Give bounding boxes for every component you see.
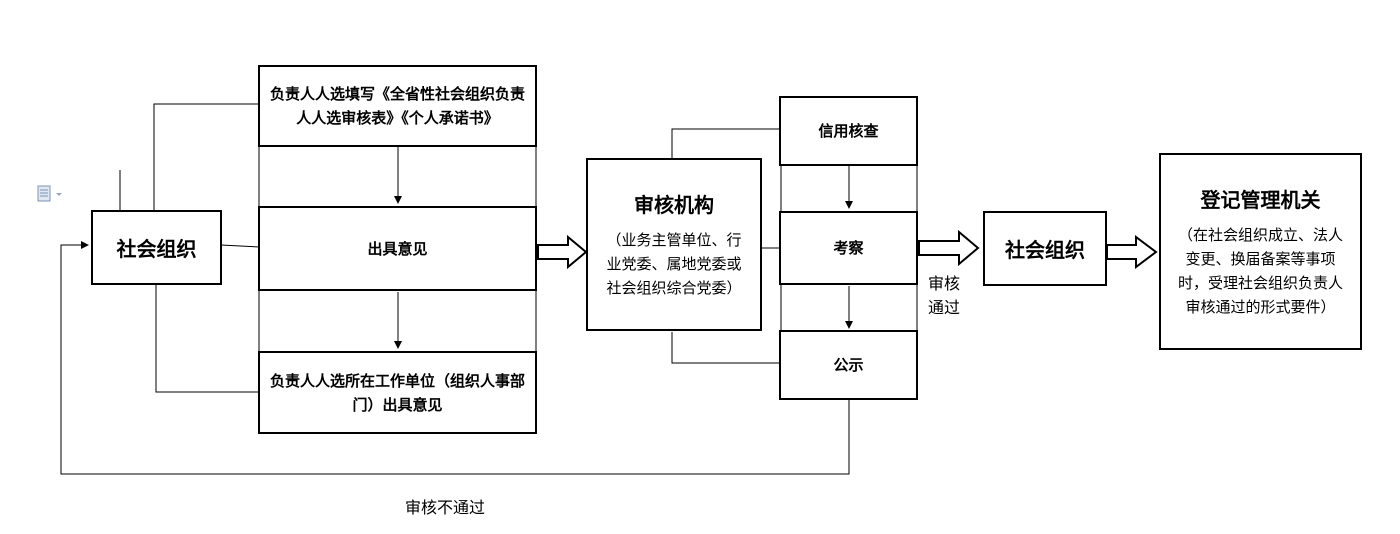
label-review-pass: 审核通过: [927, 274, 960, 317]
node-registry: 登记管理机关 （在社会组织成立、法人变更、换届备案等事项时，受理社会组织负责人审…: [1159, 153, 1362, 350]
node-work-unit: 负责人人选所在工作单位（组织人事部门）出具意见: [258, 351, 537, 434]
node-form-fill-label: 负责人人选填写《全省性社会组织负责人人选审核表》《个人承诺书》: [270, 85, 526, 127]
node-social-org-right: 社会组织: [983, 211, 1107, 286]
node-social-org-left-label: 社会组织: [116, 237, 197, 261]
node-publicity-label: 公示: [833, 356, 864, 374]
label-review-fail: 审核不通过: [405, 498, 486, 517]
node-issue-opinion-label: 出具意见: [367, 239, 428, 258]
node-inspection-label: 考察: [833, 239, 864, 257]
node-review-body-title: 审核机构: [634, 193, 714, 217]
node-form-fill: 负责人人选填写《全省性社会组织负责人人选审核表》《个人承诺书》: [258, 65, 537, 147]
node-social-org-right-label: 社会组织: [1005, 238, 1085, 262]
node-registry-title: 登记管理机关: [1200, 188, 1321, 212]
node-issue-opinion: 出具意见: [258, 206, 537, 291]
node-work-unit-label: 负责人人选所在工作单位（组织人事部门）出具意见: [270, 371, 526, 414]
node-credit-check: 信用核查: [779, 96, 918, 166]
node-inspection: 考察: [779, 211, 918, 285]
node-credit-check-label: 信用核查: [818, 122, 879, 140]
node-review-body: 审核机构 （业务主管单位、行业党委、属地党委或社会组织综合党委）: [586, 158, 762, 331]
document-icon[interactable]: [37, 185, 65, 203]
node-review-body-desc: （业务主管单位、行业党委、属地党委或社会组织综合党委）: [606, 231, 742, 297]
node-publicity: 公示: [779, 330, 918, 400]
node-social-org-left: 社会组织: [91, 210, 222, 285]
node-registry-desc: （在社会组织成立、法人变更、换届备案等事项时，受理社会组织负责人审核通过的形式要…: [1177, 226, 1343, 316]
